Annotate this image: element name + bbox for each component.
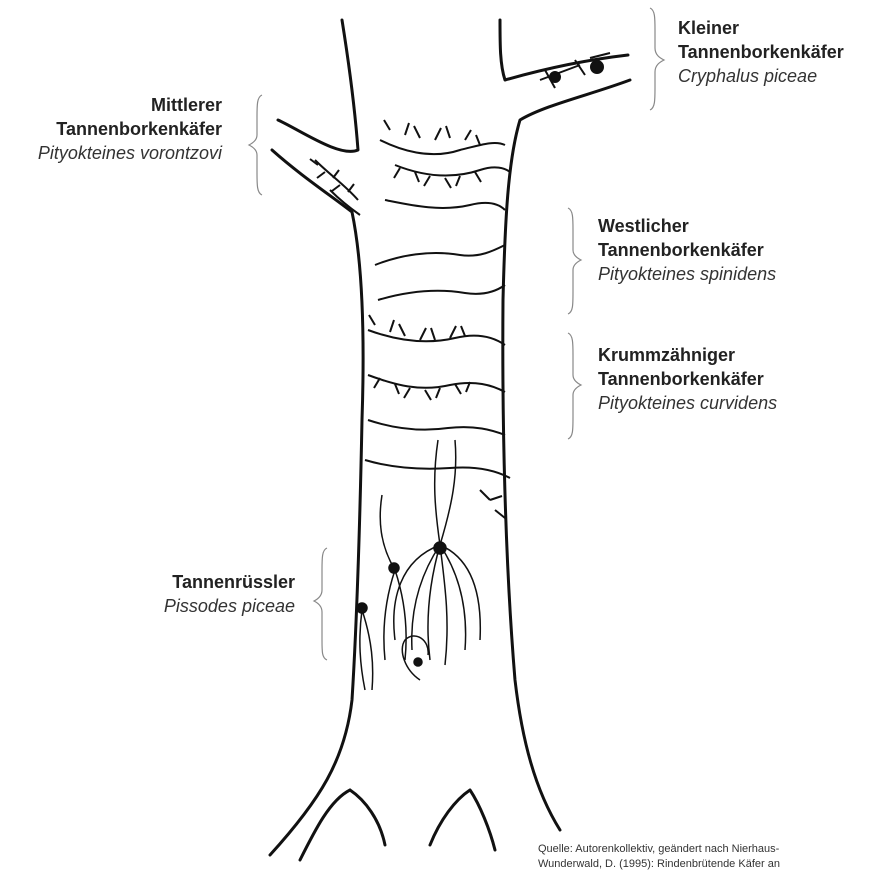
- westlicher-latin: Pityokteines spinidens: [598, 262, 776, 286]
- mittlerer-name-line1: Mittlerer: [38, 93, 222, 117]
- spinidens-galleries: [375, 120, 510, 300]
- westlicher-name-line2: Tannenborkenkäfer: [598, 238, 776, 262]
- kleiner-name-line2: Tannenborkenkäfer: [678, 40, 844, 64]
- source-line2: Wunderwald, D. (1995): Rindenbrütende Kä…: [538, 857, 878, 872]
- krumm-name-line2: Tannenborkenkäfer: [598, 367, 777, 391]
- root-middle: [430, 790, 495, 850]
- mittlerer-name-line2: Tannenborkenkäfer: [38, 117, 222, 141]
- bracket-kleiner: [650, 8, 664, 110]
- label-krumm: Krummzähniger Tannenborkenkäfer Pityokte…: [598, 343, 777, 415]
- source-citation: Quelle: Autorenkollektiv, geändert nach …: [538, 842, 878, 872]
- ruessler-latin: Pissodes piceae: [164, 594, 295, 618]
- bracket-mittlerer: [249, 95, 262, 195]
- brackets: [249, 8, 664, 660]
- bracket-krumm: [568, 333, 581, 439]
- trunk-left-edge: [278, 20, 358, 151]
- gallery-patterns: [310, 53, 610, 690]
- source-line1: Quelle: Autorenkollektiv, geändert nach …: [538, 842, 878, 857]
- label-ruessler: Tannenrüssler Pissodes piceae: [164, 570, 295, 618]
- mittlerer-latin: Pityokteines vorontzovi: [38, 141, 222, 165]
- westlicher-name-line1: Westlicher: [598, 214, 776, 238]
- label-mittlerer: Mittlerer Tannenborkenkäfer Pityokteines…: [38, 93, 222, 165]
- krumm-name-line1: Krummzähniger: [598, 343, 777, 367]
- pissodes-galleries: [357, 440, 480, 690]
- label-westlicher: Westlicher Tannenborkenkäfer Pityokteine…: [598, 214, 776, 286]
- left-branch-lower: [270, 150, 363, 855]
- branch-right-lower: [503, 80, 630, 830]
- curvidens-galleries: [365, 315, 510, 518]
- label-kleiner: Kleiner Tannenborkenkäfer Cryphalus pice…: [678, 16, 844, 88]
- tree-trunk-outline: [270, 20, 630, 860]
- kleiner-latin: Cryphalus piceae: [678, 64, 844, 88]
- bracket-westlicher: [568, 208, 581, 314]
- bracket-ruessler: [314, 548, 327, 660]
- ruessler-name: Tannenrüssler: [164, 570, 295, 594]
- krumm-latin: Pityokteines curvidens: [598, 391, 777, 415]
- kleiner-name-line1: Kleiner: [678, 16, 844, 40]
